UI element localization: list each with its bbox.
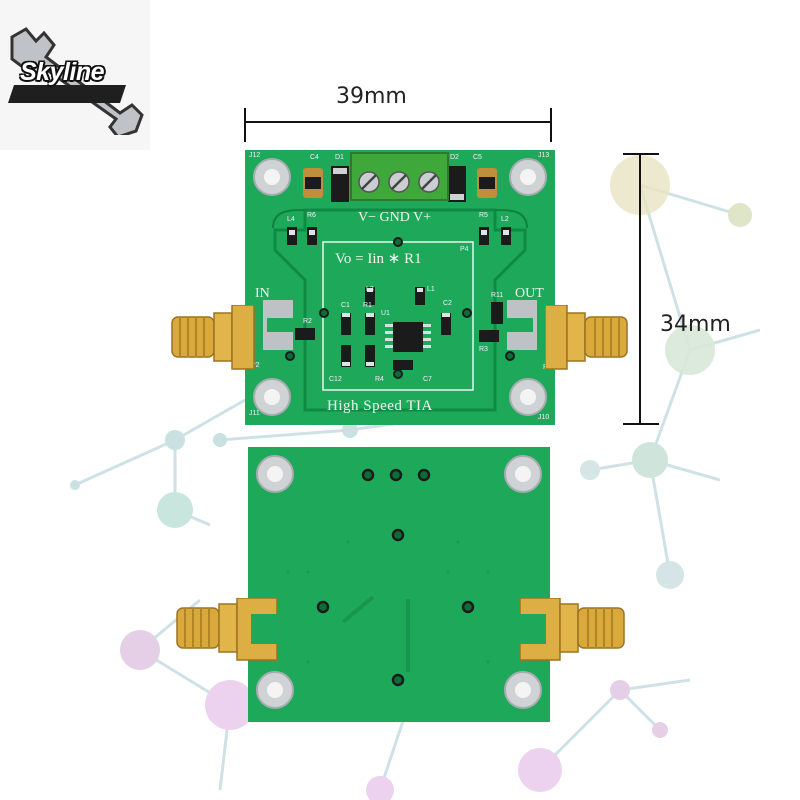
ref-p2: P2 (251, 362, 260, 369)
ref-l4: L4 (287, 216, 295, 223)
ref-d2: D2 (450, 154, 459, 161)
ref-l2: L2 (501, 216, 509, 223)
width-dimension-line (244, 108, 552, 142)
sma-back-left-connector[interactable] (175, 598, 280, 662)
ref-j10: J10 (538, 414, 550, 421)
pcb-back (248, 447, 550, 722)
ref-r5: R5 (479, 212, 488, 219)
pcb-front: V− GND V+ Vo = Iin ∗ R1 High Speed TIA I… (245, 150, 555, 425)
logo-text: Skyline (20, 58, 105, 86)
height-label: 34mm (660, 312, 731, 337)
input-label: IN (255, 286, 270, 301)
transfer-formula: Vo = Iin ∗ R1 (335, 251, 422, 267)
board-title: High Speed TIA (327, 398, 433, 414)
output-label: OUT (515, 286, 544, 301)
sma-output-connector[interactable] (545, 305, 630, 370)
ref-d1: D1 (335, 154, 344, 161)
ref-c7: C7 (423, 376, 432, 383)
pcb-front-traces (253, 158, 547, 416)
ref-p4: P4 (460, 246, 469, 253)
sma-back-right-connector[interactable] (520, 598, 630, 662)
ref-c12: C12 (329, 376, 342, 383)
ref-j11: J11 (249, 410, 260, 417)
ref-r2: R2 (303, 318, 312, 325)
ref-j12: J12 (249, 152, 261, 159)
ref-r11: R11 (491, 292, 504, 299)
terminal-block[interactable] (350, 152, 449, 201)
pcb-back-features (256, 455, 542, 709)
sma-input-connector[interactable] (170, 305, 255, 370)
ref-c2: C2 (443, 300, 452, 307)
ref-l3: L3 (366, 286, 374, 293)
terminal-screws (358, 171, 440, 193)
ref-u1: U1 (381, 310, 390, 317)
ref-c5: C5 (473, 154, 482, 161)
ref-r4: R4 (375, 376, 384, 383)
ref-c1: C1 (341, 302, 350, 309)
wrench-icon (8, 27, 144, 135)
ref-r1: R1 (363, 302, 372, 309)
ref-l1: L1 (427, 286, 435, 293)
power-header-label: V− GND V+ (358, 210, 432, 225)
ref-r3: R3 (479, 346, 488, 353)
height-dimension-line (623, 153, 659, 425)
logo: Skyline (0, 0, 150, 150)
ref-c4: C4 (310, 154, 319, 161)
ref-r6: R6 (307, 212, 316, 219)
ref-j13: J13 (538, 152, 550, 159)
width-label: 39mm (336, 84, 407, 109)
